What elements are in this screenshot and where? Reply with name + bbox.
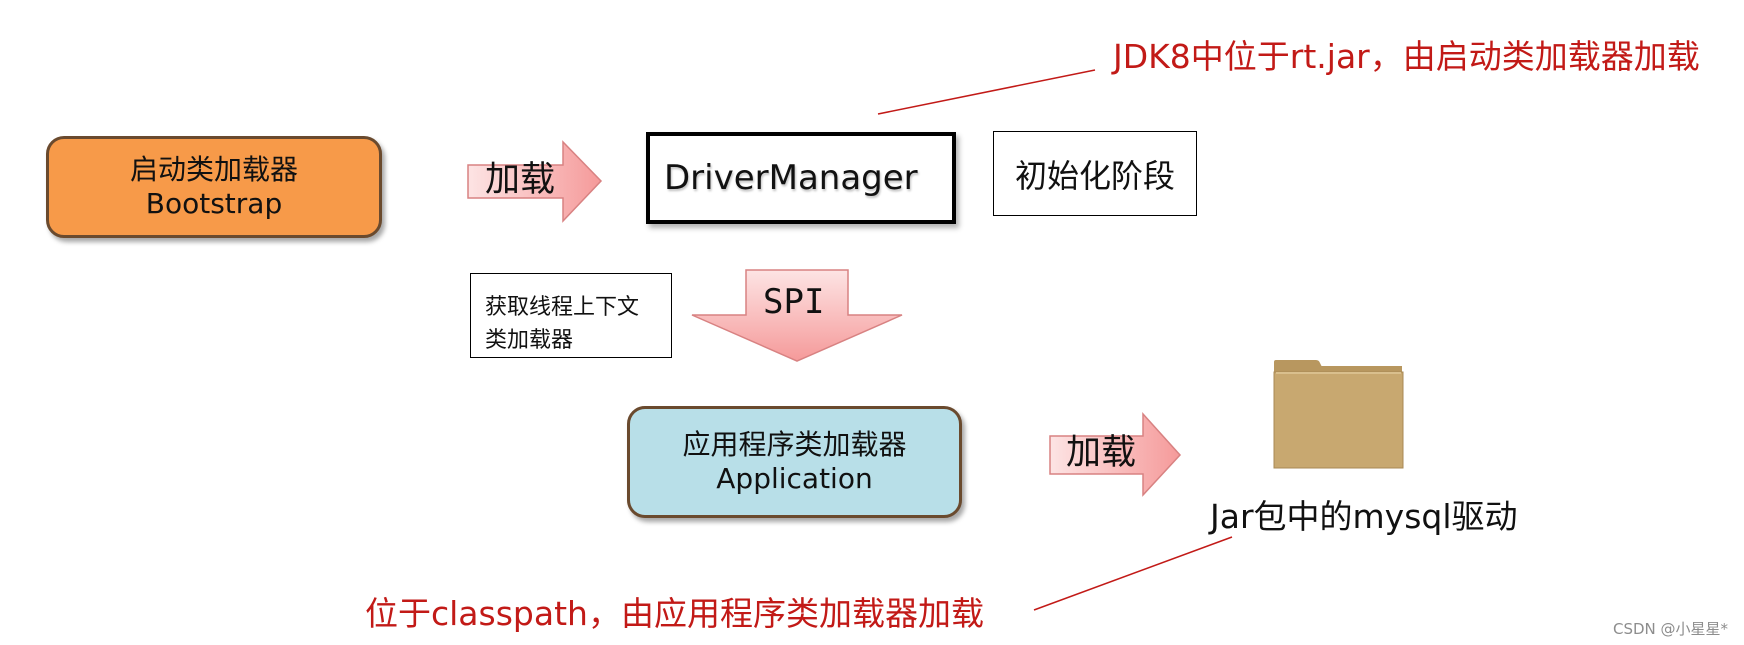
driver-manager-label: DriverManager xyxy=(664,158,918,198)
context-classloader-node: 获取线程上下文 类加载器 xyxy=(470,273,672,358)
top-note: JDK8中位于rt.jar，由启动类加载器加载 xyxy=(1113,37,1700,76)
load-arrow-bottom-label: 加载 xyxy=(1066,433,1137,473)
top-note-leader-line xyxy=(877,69,1096,115)
watermark: CSDN @小星星* xyxy=(1613,620,1729,638)
load-arrow-top-label: 加载 xyxy=(485,160,556,200)
bootstrap-classloader-node: 启动类加载器 Bootstrap xyxy=(46,136,382,238)
application-classloader-node: 应用程序类加载器 Application xyxy=(627,406,962,518)
init-phase-node: 初始化阶段 xyxy=(993,131,1197,216)
context-classloader-line2: 类加载器 xyxy=(485,328,574,353)
bottom-note-leader-line xyxy=(1033,536,1233,611)
driver-manager-node: DriverManager xyxy=(646,132,956,224)
spi-arrow xyxy=(691,269,903,362)
spi-arrow-label: SPI xyxy=(763,282,825,322)
application-name-cn: 应用程序类加载器 xyxy=(682,428,907,461)
jar-driver-label: Jar包中的mysql驱动 xyxy=(1210,497,1518,536)
context-classloader-line1: 获取线程上下文 xyxy=(485,295,640,320)
bootstrap-name-en: Bootstrap xyxy=(145,187,283,220)
bootstrap-name-cn: 启动类加载器 xyxy=(129,153,298,186)
init-phase-label: 初始化阶段 xyxy=(1014,156,1175,195)
load-arrow-bottom xyxy=(1049,412,1182,497)
load-arrow-top xyxy=(467,140,603,223)
folder-icon xyxy=(1273,360,1404,469)
application-name-en: Application xyxy=(716,462,873,495)
bottom-note: 位于classpath，由应用程序类加载器加载 xyxy=(365,594,984,633)
